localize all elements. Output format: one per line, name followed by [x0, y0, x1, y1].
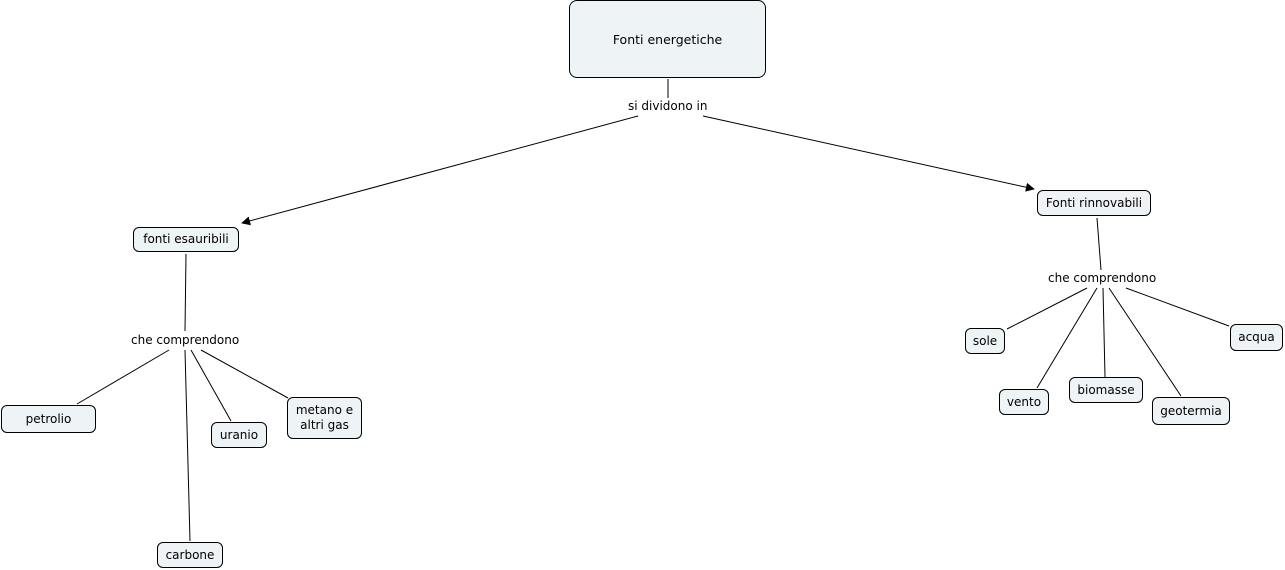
- concept-geotermia[interactable]: geotermia: [1152, 397, 1230, 425]
- concept-petrolio[interactable]: petrolio: [1, 405, 96, 433]
- link-label-che-comprendono-right: che comprendono: [1046, 271, 1159, 285]
- connector-to-carbone: [184, 349, 191, 542]
- connector-to-metano: [200, 349, 289, 399]
- concept-sole[interactable]: sole: [965, 328, 1005, 354]
- concept-biomasse[interactable]: biomasse: [1069, 377, 1143, 403]
- link-label-che-comprendono-left: che comprendono: [129, 333, 242, 347]
- connector-to-uranio: [190, 349, 232, 422]
- arrow-to-fonti-rinnovabili: [702, 115, 1035, 192]
- connector-esauribili-to-link: [184, 253, 187, 332]
- concept-metano-e-altri-gas[interactable]: metano e altri gas: [287, 397, 362, 439]
- root-concept[interactable]: Fonti energetiche: [569, 0, 766, 78]
- connector-to-vento: [1036, 287, 1098, 389]
- arrow-to-fonti-esauribili: [241, 115, 639, 226]
- concept-acqua[interactable]: acqua: [1230, 324, 1283, 351]
- link-label-si-dividono-in: si dividono in: [626, 99, 710, 113]
- concept-vento[interactable]: vento: [999, 389, 1049, 415]
- concept-fonti-rinnovabili[interactable]: Fonti rinnovabili: [1037, 190, 1151, 216]
- concept-uranio[interactable]: uranio: [211, 422, 267, 448]
- connector-to-petrolio: [76, 349, 170, 405]
- connector-to-sole: [1006, 287, 1088, 330]
- connector-to-biomasse: [1102, 287, 1106, 378]
- connector-rinnovabili-to-link: [1096, 217, 1102, 271]
- connector-to-geotermia: [1108, 287, 1182, 397]
- connector-to-acqua: [1125, 287, 1230, 327]
- concept-fonti-esauribili[interactable]: fonti esauribili: [133, 227, 239, 252]
- concept-carbone[interactable]: carbone: [157, 542, 223, 568]
